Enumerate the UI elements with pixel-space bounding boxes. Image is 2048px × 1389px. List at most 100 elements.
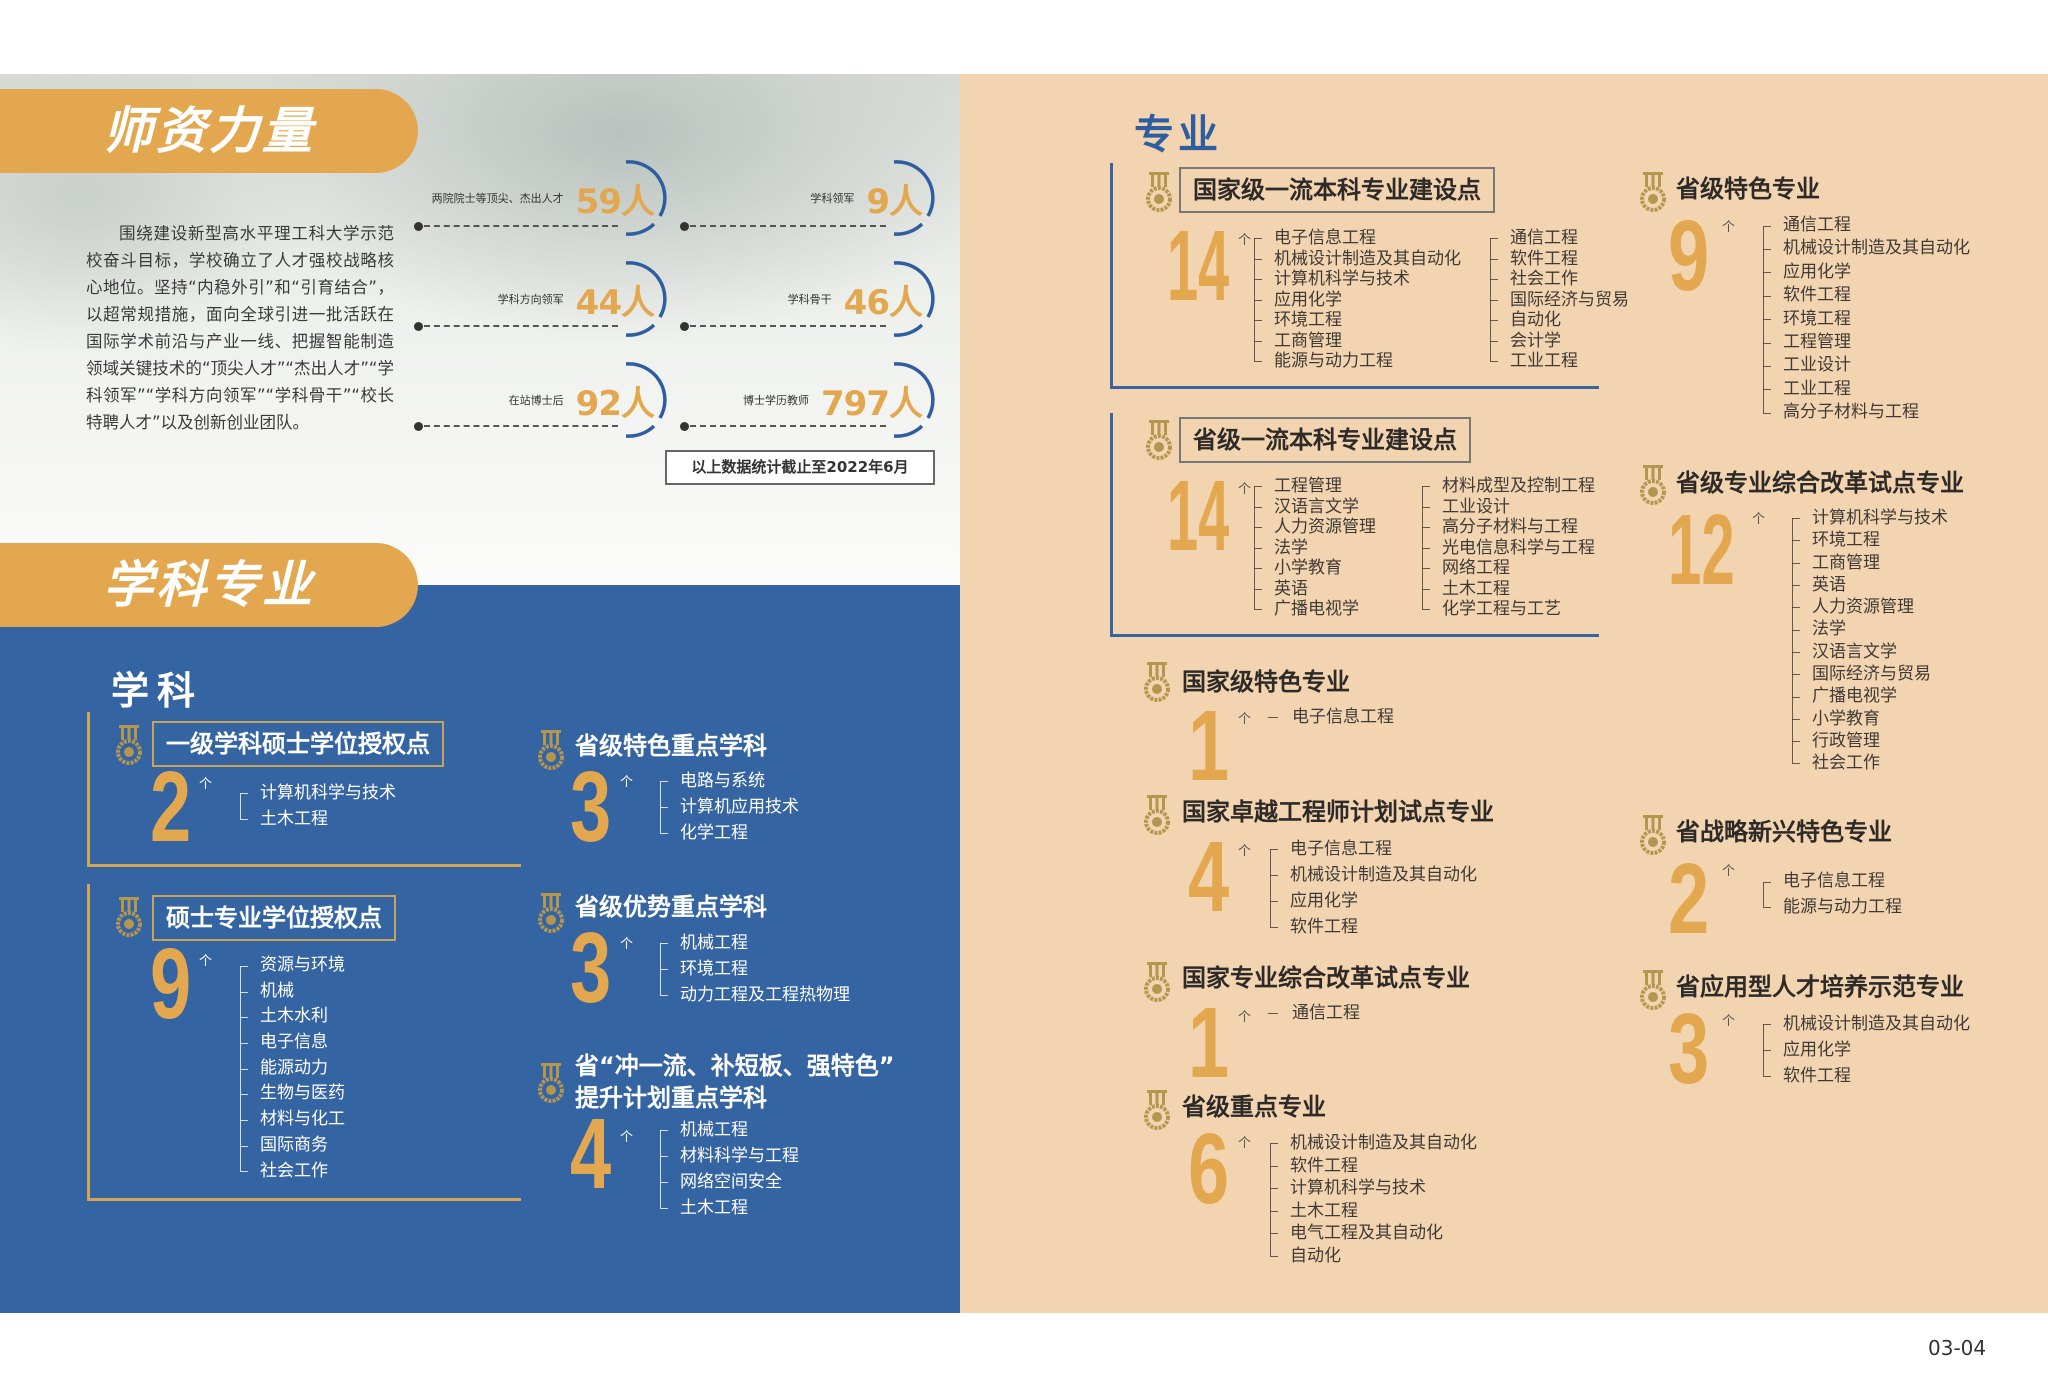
medal-icon — [1144, 962, 1170, 1002]
block-title: 省级特色专业 — [1676, 175, 1820, 203]
list-item: 人力资源管理 — [1254, 517, 1376, 538]
stat-value: 46人 — [843, 282, 923, 323]
list-item: 自动化 — [1490, 310, 1629, 331]
list-item: 广播电视学 — [1792, 685, 1948, 707]
list-item: 工商管理 — [1792, 552, 1948, 574]
item-list: 机械工程材料科学与工程网络空间安全土木工程 — [660, 1117, 799, 1221]
stat-dotted-line — [424, 325, 618, 327]
list-item: 计算机科学与技术 — [1792, 507, 1948, 529]
faculty-banner: 师资力量 — [0, 89, 418, 173]
stat-dotted-line — [424, 425, 618, 427]
list-item: 网络工程 — [1422, 558, 1595, 579]
block-unit: 个 — [1752, 512, 1766, 527]
stat-value: 9人 — [866, 181, 923, 222]
stat-value: 59人 — [575, 181, 655, 222]
list-item: 小学教育 — [1792, 708, 1948, 730]
list-item: 能源与动力工程 — [1763, 895, 1902, 921]
stat-dot — [680, 322, 689, 331]
block-title: 省级专业综合改革试点专业 — [1676, 469, 1964, 497]
list-item: 软件工程 — [1490, 249, 1629, 270]
block-title: 国家专业综合改革试点专业 — [1182, 964, 1470, 992]
block-title: 省应用型人才培养示范专业 — [1676, 973, 1964, 1001]
list-item: 材料与化工 — [240, 1107, 345, 1133]
list-item: 环境工程 — [660, 956, 850, 982]
block-count: 2 — [150, 751, 192, 863]
medal-icon — [116, 725, 142, 765]
block-count: 3 — [1668, 993, 1710, 1105]
block-count: 9 — [150, 928, 192, 1040]
list-item: 电路与系统 — [660, 768, 799, 794]
page-number: 03-04 — [1928, 1336, 1987, 1360]
stat-item: 学科方向领军 44人 — [412, 261, 667, 337]
item-list: 材料成型及控制工程工业设计高分子材料与工程光电信息科学与工程网络工程土木工程化学… — [1422, 476, 1595, 620]
block-unit: 个 — [1722, 864, 1736, 879]
list-item: 网络空间安全 — [660, 1169, 799, 1195]
block-title: 国家级特色专业 — [1182, 668, 1350, 696]
list-item: 软件工程 — [1270, 1155, 1477, 1178]
stat-dot — [414, 222, 423, 231]
medal-icon — [538, 730, 564, 770]
list-item: 软件工程 — [1763, 284, 1970, 307]
stat-dot — [414, 422, 423, 431]
list-item: 法学 — [1254, 538, 1376, 559]
list-item: 能源与动力工程 — [1254, 351, 1461, 372]
block-unit: 个 — [1238, 1010, 1252, 1025]
list-item: 社会工作 — [1490, 269, 1629, 290]
list-item: 土木工程 — [1422, 579, 1595, 600]
block-unit: 个 — [620, 937, 634, 952]
list-item: 自动化 — [1270, 1245, 1477, 1268]
stat-item: 学科骨干 46人 — [680, 261, 935, 337]
item-list: 工程管理汉语言文学人力资源管理法学小学教育英语广播电视学 — [1254, 476, 1376, 620]
item-list: 电子信息工程机械设计制造及其自动化计算机科学与技术应用化学环境工程工商管理能源与… — [1254, 228, 1461, 372]
stat-value: 92人 — [575, 383, 655, 424]
list-item: 英语 — [1792, 574, 1948, 596]
list-item: 工程管理 — [1254, 476, 1376, 497]
stat-label: 学科方向领军 — [497, 293, 564, 306]
stat-dot — [680, 222, 689, 231]
stat-label: 学科骨干 — [787, 293, 832, 306]
list-item: 电子信息工程 — [1268, 704, 1394, 730]
item-list: 计算机科学与技术土木工程 — [240, 780, 396, 832]
list-item: 应用化学 — [1254, 290, 1461, 311]
stat-value: 797人 — [821, 383, 923, 424]
list-item: 机械设计制造及其自动化 — [1270, 862, 1477, 888]
block-unit: 个 — [199, 954, 213, 969]
disciplines-panel — [0, 585, 960, 1313]
block-title: 硕士专业学位授权点 — [152, 895, 396, 941]
majors-heading: 专业 — [1134, 112, 1222, 158]
list-item: 人力资源管理 — [1792, 596, 1948, 618]
stat-arc-icon — [625, 261, 667, 337]
stat-value: 44人 — [575, 282, 655, 323]
list-item: 土木工程 — [660, 1195, 799, 1221]
block-count: 6 — [1188, 1113, 1230, 1225]
data-date-note: 以上数据统计截止至2022年6月 — [665, 450, 935, 485]
item-list: 机械设计制造及其自动化软件工程计算机科学与技术土木工程电气工程及其自动化自动化 — [1270, 1132, 1477, 1267]
list-item: 机械设计制造及其自动化 — [1763, 1011, 1970, 1037]
block-count: 3 — [570, 751, 612, 863]
medal-icon — [1640, 815, 1666, 855]
list-item: 生物与医药 — [240, 1081, 345, 1107]
list-item: 社会工作 — [1792, 752, 1948, 774]
list-item: 汉语言文学 — [1792, 641, 1948, 663]
item-list: 计算机科学与技术环境工程工商管理英语人力资源管理法学汉语言文学国际经济与贸易广播… — [1792, 507, 1948, 775]
list-item: 应用化学 — [1270, 888, 1477, 914]
list-item: 环境工程 — [1792, 529, 1948, 551]
medal-icon — [1640, 465, 1666, 505]
block-count: 4 — [1188, 821, 1230, 933]
list-item: 材料成型及控制工程 — [1422, 476, 1595, 497]
list-item: 工业设计 — [1422, 497, 1595, 518]
stat-dot — [680, 422, 689, 431]
block-title: 省“冲一流、补短板、强特色” 提升计划重点学科 — [575, 1052, 895, 1112]
block-title: 国家卓越工程师计划试点专业 — [1182, 798, 1494, 826]
block-title: 省级重点专业 — [1182, 1093, 1326, 1121]
block-unit: 个 — [1238, 233, 1252, 248]
list-item: 环境工程 — [1763, 308, 1970, 331]
block-count: 1 — [1188, 690, 1230, 802]
medal-icon — [538, 1063, 564, 1103]
block-title: 省级一流本科专业建设点 — [1179, 417, 1471, 463]
list-item: 软件工程 — [1763, 1063, 1970, 1089]
stat-arc-icon — [625, 160, 667, 236]
